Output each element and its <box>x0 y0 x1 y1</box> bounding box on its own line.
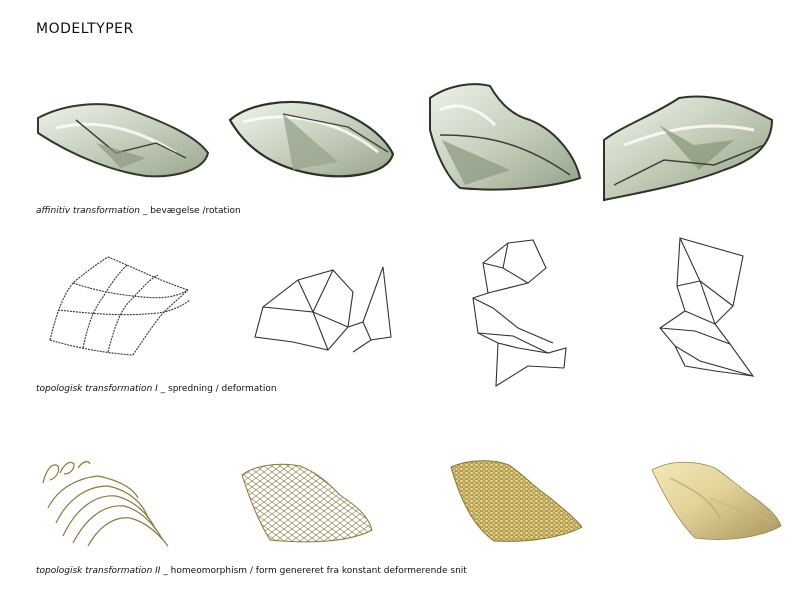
wire-model-2 <box>253 262 393 357</box>
glass-model-4 <box>603 90 774 202</box>
contour-model-1 <box>38 458 173 548</box>
page-title: MODELTYPER <box>36 21 134 37</box>
caption-row-2: topologisk transformation I _ spredning … <box>36 384 277 394</box>
caption-row-3: topologisk transformation II _ homeomorp… <box>36 566 467 576</box>
wire-model-3 <box>468 238 573 388</box>
solid-model-4 <box>650 458 783 543</box>
caption-row-3-subtitle: _ homeomorphism / form genereret fra kon… <box>160 566 467 576</box>
glass-model-2 <box>228 92 398 187</box>
caption-row-1-subtitle: _ bevægelse /rotation <box>139 206 241 216</box>
glass-model-1 <box>36 98 211 193</box>
wire-model-4 <box>655 236 755 381</box>
glass-model-3 <box>420 80 585 195</box>
caption-row-2-title: topologisk transformation I <box>36 384 158 394</box>
caption-row-1: affinitiv transformation _ bevægelse /ro… <box>36 206 241 216</box>
wire-model-1 <box>48 255 193 365</box>
mesh-model-2 <box>240 460 375 545</box>
caption-row-3-title: topologisk transformation II <box>36 566 161 576</box>
caption-row-2-subtitle: _ spredning / deformation <box>157 384 277 394</box>
caption-row-1-title: affinitiv transformation <box>36 206 140 216</box>
mesh-model-3 <box>449 457 584 547</box>
